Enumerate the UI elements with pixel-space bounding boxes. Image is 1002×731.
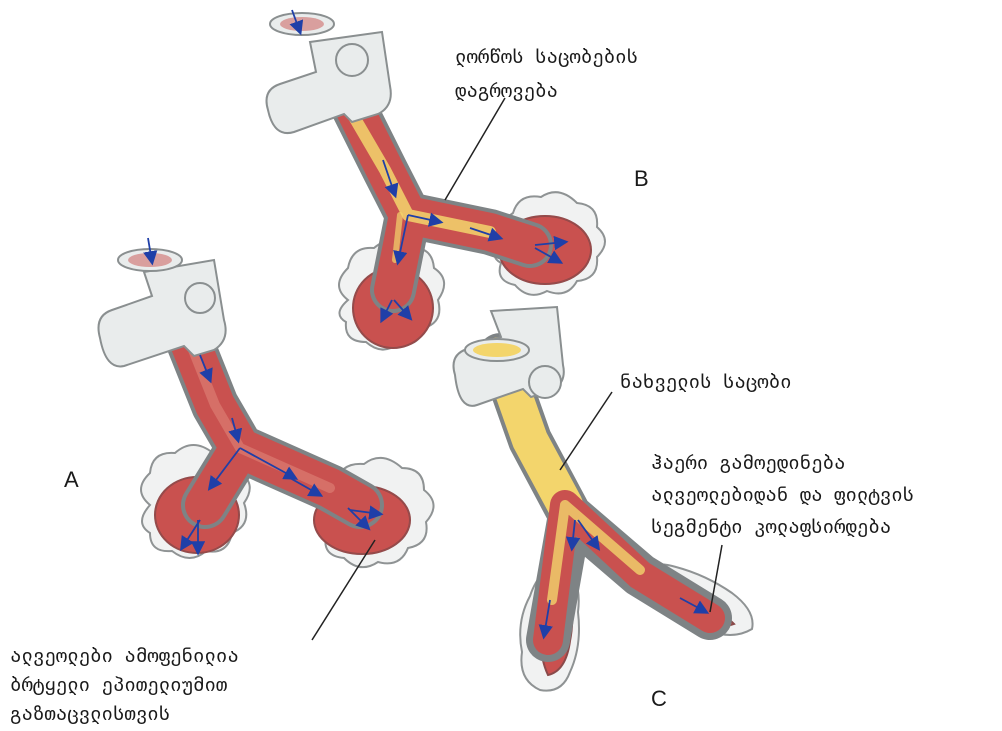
annotation-collapse-line1: ჰაერი გამოედინება <box>651 452 845 474</box>
label-b: B <box>634 166 649 191</box>
annotation-alveoli-line2: ბრტყელი ეპითელიუმით <box>10 674 227 696</box>
label-c: C <box>651 686 667 711</box>
annotation-collapse-line2: ალვეოლებიდან და ფილტვის <box>651 484 914 506</box>
leader-mucus-plugs <box>445 98 505 200</box>
leader-sputum-plug <box>560 392 612 470</box>
trachea-b <box>267 13 391 133</box>
annotation-mucus-plugs-line2: დაგროვება <box>455 80 558 102</box>
annotation-mucus-plugs-line1: ლორწოს საცობების <box>455 46 638 68</box>
label-a: A <box>64 467 79 492</box>
trachea-a <box>99 249 226 366</box>
trachea-c <box>454 307 564 406</box>
annotation-alveoli-line1: ალვეოლები ამოფენილია <box>10 645 239 667</box>
annotation-sputum-plug: ნახველის საცობი <box>620 371 792 393</box>
annotation-alveoli-line3: გაზთაცვლისთვის <box>10 703 170 725</box>
annotation-collapse-line3: სეგმენტი კოლაფსირდება <box>651 516 891 538</box>
